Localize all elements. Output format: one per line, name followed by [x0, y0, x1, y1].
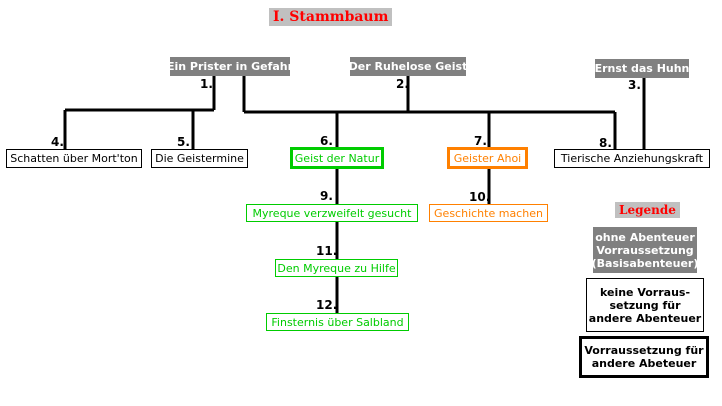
number-label: 8. — [599, 136, 612, 150]
number-label: 2. — [396, 77, 409, 91]
node-der-ruhelose-geist: Der Ruhelose Geist — [349, 57, 467, 76]
number-label: 9. — [320, 189, 333, 203]
page-title: I. Stammbaum — [269, 8, 393, 26]
node-die-geistermine: Die Geistermine — [151, 149, 248, 168]
node-myreque-verzweifelt-gesucht: Myreque verzweifelt gesucht — [246, 204, 418, 222]
node-geschichte-machen: Geschichte machen — [429, 204, 548, 222]
legend-no-prerequisite: keine Vorraus- setzung für andere Abente… — [586, 278, 704, 332]
node-geist-der-natur: Geist der Natur — [290, 147, 384, 169]
node-geister-ahoi: Geister Ahoi — [447, 147, 528, 169]
number-label: 3. — [628, 78, 641, 92]
number-label: 12. — [316, 298, 338, 312]
number-label: 6. — [320, 134, 333, 148]
number-label: 4. — [51, 135, 64, 149]
number-label: 7. — [474, 134, 487, 148]
node-schatten-ueber-mortton: Schatten über Mort'ton — [6, 149, 142, 168]
legend-title: Legende — [615, 202, 680, 218]
number-label: 1. — [200, 77, 213, 91]
number-label: 5. — [177, 135, 190, 149]
node-den-myreque-zu-hilfe: Den Myreque zu Hilfe — [275, 259, 398, 277]
node-finsternis-ueber-salbland: Finsternis über Salbland — [266, 313, 409, 331]
legend-base-quest: ohne Abenteuer Vorraussetzung (Basisaben… — [592, 227, 698, 273]
node-ernst-das-huhn: Ernst das Huhn — [595, 59, 689, 78]
node-tierische-anziehungskraft: Tierische Anziehungskraft — [554, 149, 710, 168]
number-label: 10. — [469, 190, 491, 204]
node-ein-prister-in-gefahr: Ein Prister in Gefahr — [167, 57, 293, 76]
number-label: 11. — [316, 244, 338, 258]
legend-prerequisite: Vorraussetzung für andere Abeteuer — [579, 336, 709, 378]
